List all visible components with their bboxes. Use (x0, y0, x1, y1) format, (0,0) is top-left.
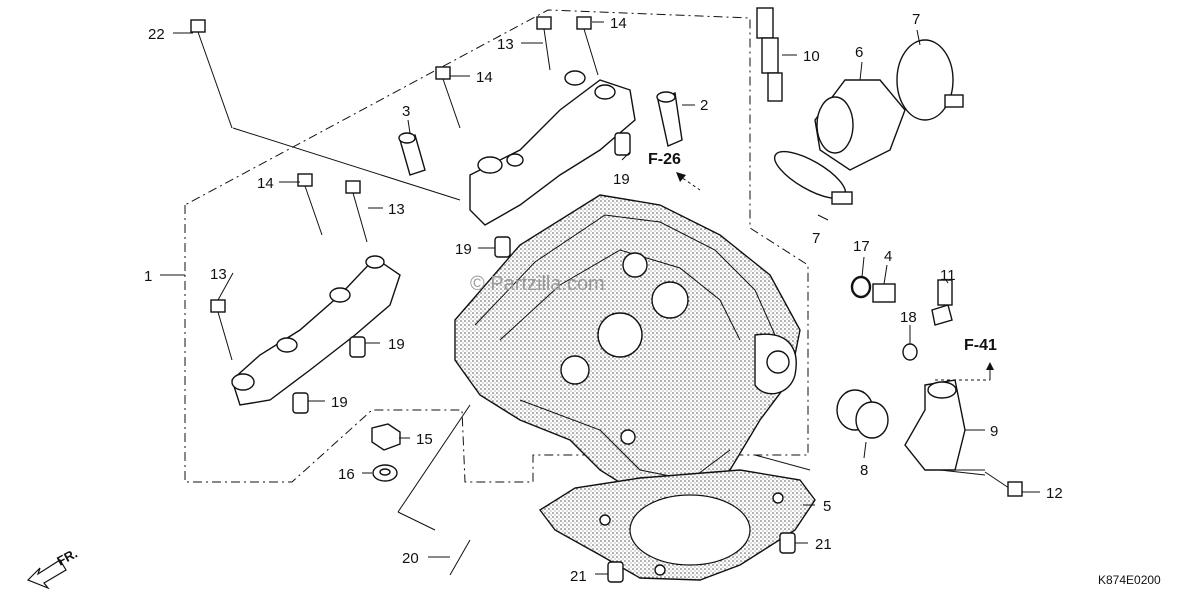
assembly-boundary (184, 9, 809, 483)
callout-14-lower: 14 (257, 175, 274, 192)
callout-2: 2 (700, 97, 708, 114)
spark-plug[interactable] (756, 7, 783, 102)
plug-4[interactable] (872, 283, 896, 303)
bolt-13-upper[interactable] (536, 16, 552, 71)
thermostat-cover-9[interactable] (904, 379, 966, 471)
washer-16[interactable] (372, 464, 398, 482)
seal-17[interactable] (850, 275, 872, 299)
clamp-7-upper[interactable] (896, 39, 964, 121)
ref-label-f41: F-41 (964, 337, 997, 354)
callout-5: 5 (823, 498, 831, 515)
bolt-14-top[interactable] (576, 16, 599, 76)
valve-guide-2[interactable] (656, 91, 683, 147)
bolt-13-middle[interactable] (345, 180, 368, 243)
camshaft-holder-lower[interactable] (231, 255, 401, 406)
temperature-sensor-11[interactable] (931, 279, 953, 326)
clamp-7-lower[interactable] (768, 143, 853, 207)
callout-21-right: 21 (815, 536, 832, 553)
cylinder-head[interactable] (454, 194, 801, 501)
bolt-22[interactable] (190, 19, 233, 129)
callout-14-upper: 14 (476, 69, 493, 86)
callout-10: 10 (803, 48, 820, 65)
head-gasket[interactable] (538, 469, 816, 581)
ref-label-f26: F-26 (648, 151, 681, 168)
callout-11: 11 (940, 267, 956, 284)
ref-arrow-f26 (676, 172, 701, 191)
callout-18: 18 (900, 309, 917, 326)
front-arrow (26, 559, 67, 590)
thermostat-8[interactable] (836, 389, 889, 439)
stud-bolt-20[interactable] (449, 539, 471, 576)
callout-7-upper: 7 (912, 11, 920, 28)
valve-guide-3[interactable] (398, 132, 426, 176)
callout-13-upper: 13 (497, 36, 514, 53)
callout-19-lower: 19 (388, 336, 405, 353)
callout-6: 6 (855, 44, 863, 61)
bolt-14-lower[interactable] (297, 173, 323, 236)
callout-19-upper: 19 (613, 171, 630, 188)
callout-4: 4 (884, 248, 892, 265)
callout-16: 16 (338, 466, 355, 483)
callout-8: 8 (860, 462, 868, 479)
nut-15[interactable] (371, 423, 401, 451)
bolt-13-lower[interactable] (210, 299, 233, 361)
callout-15: 15 (416, 431, 433, 448)
ref-arrow-f41 (935, 362, 994, 381)
leader-lines (160, 21, 1040, 575)
washer-18[interactable] (902, 343, 918, 361)
callout-1: 1 (144, 268, 152, 285)
callout-13-middle: 13 (388, 201, 405, 218)
insulator-6[interactable] (814, 79, 906, 171)
callout-17: 17 (853, 238, 870, 255)
callout-7-lower: 7 (812, 230, 820, 247)
callout-20: 20 (402, 550, 419, 567)
callout-13-lower: 13 (210, 266, 227, 283)
dowel-pins-19[interactable] (292, 132, 631, 414)
callout-19-middle: 19 (455, 241, 472, 258)
bolt-14-upper[interactable] (435, 66, 461, 129)
bolt-12[interactable] (984, 471, 1023, 497)
callout-12: 12 (1046, 485, 1063, 502)
callout-22: 22 (148, 26, 165, 43)
callout-21-bottom: 21 (570, 568, 587, 585)
diagram-code: K874E0200 (1098, 573, 1161, 587)
callout-9: 9 (990, 423, 998, 440)
dowel-pins-21[interactable] (607, 532, 796, 583)
watermark-text: © Partzilla.com (470, 273, 605, 295)
callout-14-top: 14 (610, 15, 627, 32)
callout-3: 3 (402, 103, 410, 120)
callout-19-bottom: 19 (331, 394, 348, 411)
